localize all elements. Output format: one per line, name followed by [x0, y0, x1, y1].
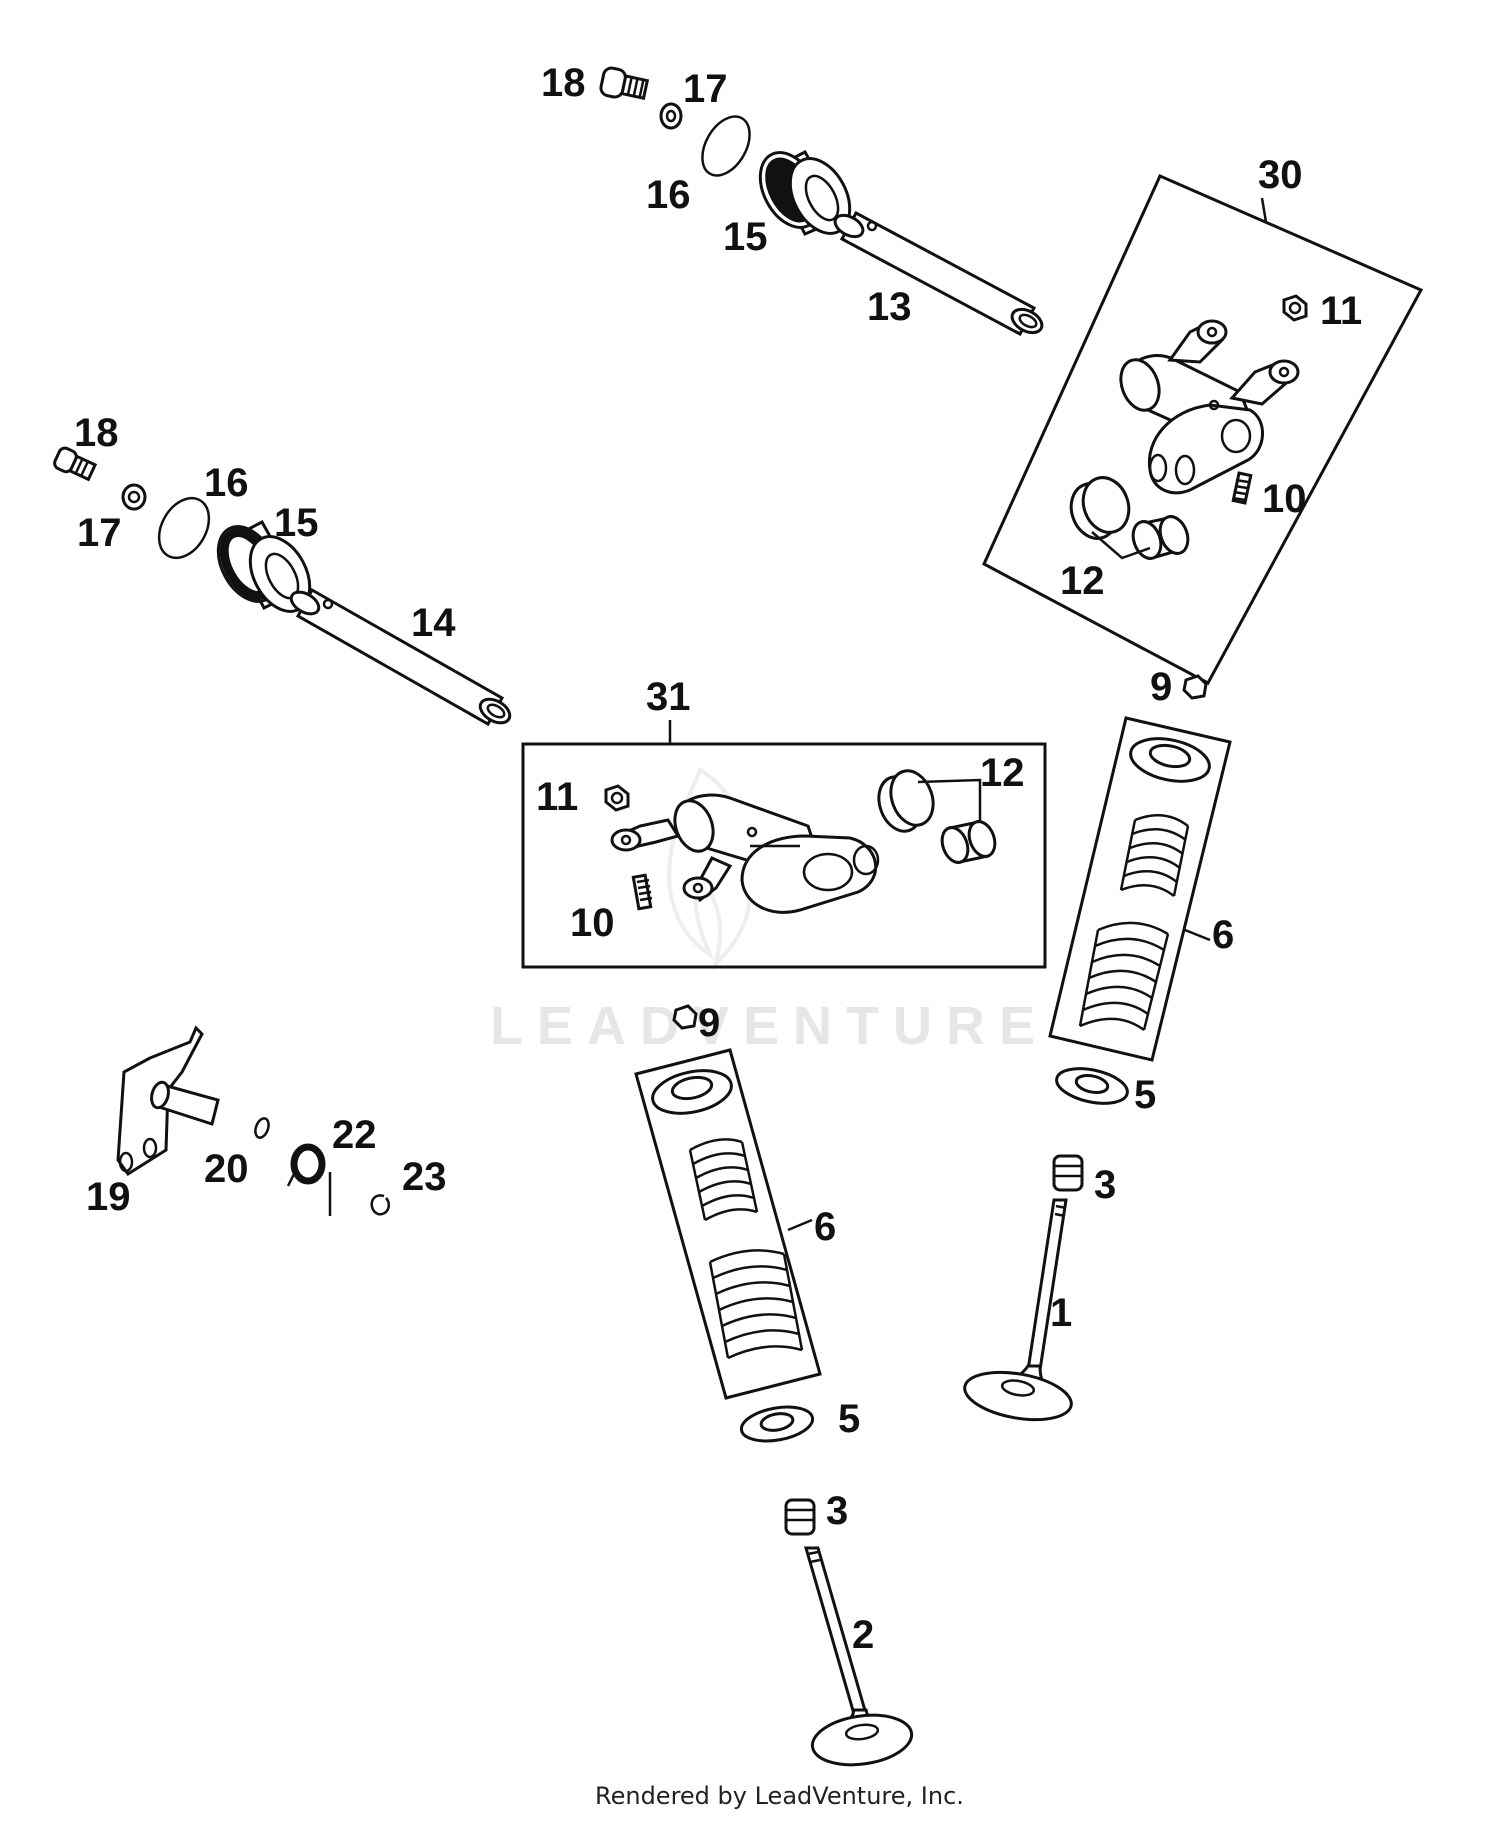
label-5-right: 5 [1134, 1073, 1156, 1117]
label-12-kit30: 12 [1060, 559, 1105, 603]
valve-1 [963, 1198, 1073, 1422]
keeper-9-left [672, 1004, 698, 1030]
spring-kit-6-right [1048, 716, 1232, 1062]
label-6-right: 6 [1212, 913, 1234, 957]
o-ring-16-top [701, 115, 751, 177]
outer-spring-right [1078, 921, 1170, 1032]
washer-17-left [121, 483, 147, 511]
adjuster-screw-10-kit31 [631, 873, 653, 911]
label-3-left: 3 [826, 1489, 848, 1533]
adjuster-screw-10-kit30 [1231, 471, 1253, 505]
label-11-kit31: 11 [536, 775, 578, 819]
label-9-right: 9 [1150, 665, 1172, 709]
label-17-left: 17 [77, 511, 122, 555]
plate-19 [116, 1025, 220, 1177]
label-10-kit31: 10 [570, 901, 615, 945]
kit-31-box [521, 742, 1047, 969]
kit-30-box [982, 174, 1424, 686]
washer-17-top [659, 102, 683, 130]
label-30: 30 [1258, 153, 1303, 197]
rocker-arm-kit-30 [982, 174, 1424, 686]
stem-seal-3-left [784, 1498, 816, 1536]
label-1: 1 [1050, 1291, 1072, 1335]
keeper-9-right [1182, 674, 1208, 700]
label-16-left: 16 [204, 461, 249, 505]
label-11-kit30: 11 [1320, 289, 1362, 333]
callout-labels: 18 17 16 15 13 30 11 10 12 18 17 16 15 1… [74, 61, 1362, 1657]
bolt-18-left [53, 446, 98, 482]
washer-20 [254, 1117, 270, 1139]
inner-spring-left [688, 1138, 759, 1222]
valve-2 [804, 1546, 914, 1767]
label-23: 23 [402, 1155, 447, 1199]
spring-kit-6-right-box [1048, 716, 1232, 1062]
label-6-left: 6 [814, 1205, 836, 1249]
rocker-arm-kit30 [1119, 319, 1300, 495]
label-17-top: 17 [683, 67, 728, 111]
watermark-text: LEADVENTURE [490, 996, 1049, 1056]
label-9-left: 9 [698, 1001, 720, 1045]
shaft-assembly-top [599, 66, 1044, 337]
rocker-shaft-14 [289, 587, 512, 727]
clip-23 [370, 1194, 390, 1216]
outer-spring-left [708, 1249, 804, 1360]
bolt-18-top [599, 66, 650, 100]
label-16-top: 16 [646, 173, 691, 217]
nut-11-kit30 [1282, 294, 1308, 322]
spring-kit-6-left-box [634, 1048, 822, 1400]
bushings-12-kit31 [877, 769, 997, 864]
retainer-right [1129, 737, 1211, 783]
bushings-12-kit30 [1069, 476, 1190, 560]
label-19: 19 [86, 1175, 131, 1219]
label-22: 22 [332, 1113, 377, 1157]
spring-kit-6-left [634, 1048, 822, 1400]
leadventure-watermark: LEADVENTURE [490, 767, 1049, 1056]
footer-credit: Rendered by LeadVenture, Inc. [595, 1782, 964, 1810]
shaft-assembly-left [53, 446, 512, 727]
label-15-top: 15 [723, 215, 768, 259]
rocker-arm-kit-31 [521, 720, 1047, 969]
label-3-right: 3 [1094, 1163, 1116, 1207]
label-10-kit30: 10 [1262, 477, 1307, 521]
seat-5-right [1055, 1067, 1129, 1105]
nut-11-kit31 [604, 784, 630, 812]
label-13: 13 [867, 285, 912, 329]
inner-spring-right [1119, 813, 1190, 897]
label-12-kit31: 12 [980, 751, 1025, 795]
label-31: 31 [646, 675, 691, 719]
bushing-15-top [758, 150, 852, 236]
seat-5-left [739, 1405, 815, 1443]
label-15-left: 15 [274, 501, 319, 545]
label-2: 2 [852, 1613, 874, 1657]
label-18-top: 18 [541, 61, 586, 105]
o-ring-16-left [157, 496, 211, 560]
label-18-left: 18 [74, 411, 119, 455]
spring-22 [286, 1143, 332, 1216]
retainer-left [651, 1069, 733, 1115]
label-5-left: 5 [838, 1397, 860, 1441]
label-20: 20 [204, 1147, 249, 1191]
label-14: 14 [411, 601, 456, 645]
stem-seal-3-right [1052, 1154, 1084, 1192]
rocker-shaft-13 [833, 210, 1044, 337]
rocker-arm-kit31 [610, 793, 880, 914]
